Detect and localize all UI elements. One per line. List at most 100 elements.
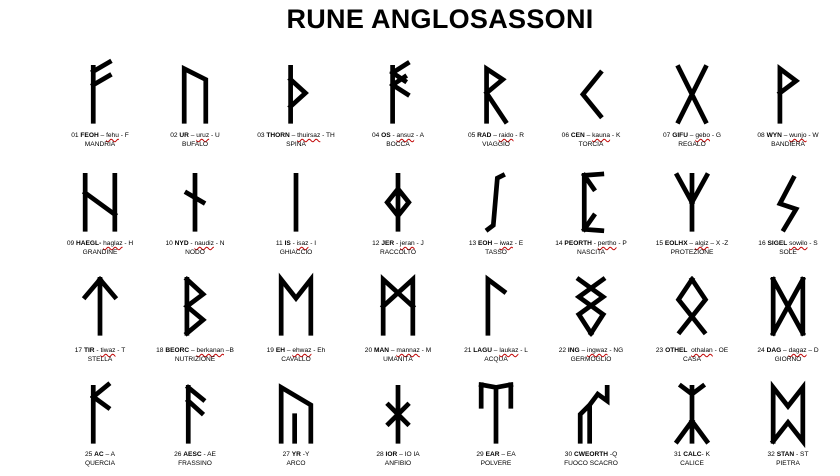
rune-glyph-icon [293,173,299,232]
rune-sound: - F [118,132,129,139]
rune-proto-word: fehu [106,132,119,139]
rune-name: ING [567,347,580,354]
rune-sound: ST [800,451,809,458]
rune-title: 06 CEN – kauna - K [531,132,651,141]
rune-meaning: QUERCIA [84,459,116,467]
rune-proto-word: wunjo [789,132,807,139]
rune-separator: - [300,451,305,458]
rune-sound: - Eh [311,347,326,354]
rune-name: RAD [477,132,492,139]
rune-glyph-icon [278,383,314,444]
rune-title: 27 YR -Y [236,451,356,460]
rune-meaning: POLVERE [480,459,512,467]
rune-separator: – [188,132,197,139]
rune-proto-word: ehwaz [292,347,312,354]
rune-name: SIGEL [767,240,788,247]
rune-name: FEOH [80,132,99,139]
rune-number: 07 [663,132,671,139]
rune-title: 03 THORN – thuirsaz - TH [236,132,356,141]
rune-separator: - [701,451,706,458]
rune-sound: - OE [712,347,729,354]
rune-glyph-icon [183,173,207,232]
rune-name: TIR [83,347,95,354]
rune-meaning: GIORNO [774,355,802,363]
rune-name: EH [275,347,285,354]
rune-separator: – [98,132,107,139]
rune-number: 25 [84,451,93,458]
rune-name: AESC [183,451,202,458]
rune-separator: – [687,240,695,247]
rune-name: GIFU [672,132,688,139]
rune-meaning: NASCITA [576,248,606,256]
rune-title: 18 BEORC – berkanan –B [135,347,255,356]
rune-separator: – [189,347,197,354]
rune-meaning: ANFIBIO [384,459,412,467]
rune-number: 20 [364,347,373,354]
rune-meaning: NODO [185,248,205,256]
rune-sound: –B [223,347,234,354]
rune-meaning: ACQUA [484,355,508,363]
rune-separator: - [394,240,401,247]
rune-proto-word: sowilo [789,240,808,247]
rune-proto-word: gebo [695,132,710,139]
rune-proto-word: ansuz [396,132,415,139]
rune-number: 18 [156,347,164,354]
rune-glyph-icon [485,274,508,336]
rune-glyph-icon [675,64,709,125]
rune-title: 25 AC – A [40,451,160,460]
rune-title: 22 ING – ingwaz - NG [531,347,651,356]
rune-sound: - M [419,347,432,354]
rune-glyph-icon [673,382,711,445]
rune-separator: – [491,132,499,139]
rune-title: 26 AESC - AE [135,451,255,460]
rune-number: 32 [767,451,775,458]
rune-number: 12 [372,240,380,247]
rune-separator: – [579,347,587,354]
rune-sound: - P [616,240,627,247]
rune-title: 17 TIR - tiwaz - T [40,347,160,356]
rune-proto-word: tiwaz [100,347,116,354]
rune-separator: - [94,347,101,354]
rune-separator: – [389,347,397,354]
rune-meaning: CAVALLO [281,355,311,363]
rune-name: CEN [570,132,585,139]
rune-title: 05 RAD – raido - R [436,132,556,141]
rune-proto-word: laukaz [499,347,519,354]
rune-separator: - [591,240,598,247]
rune-sound: – X -Z [708,240,729,247]
rune-title: 29 EAR – EA [436,451,556,460]
rune-proto-word: raido [498,132,514,139]
rune-sound: - I [308,240,317,247]
rune-title: 15 EOLHX – algiz – X -Z [632,240,752,249]
rune-proto-word: othalan [691,347,713,354]
rune-glyph-icon [181,64,209,124]
rune-separator: – [499,451,507,458]
rune-proto-word: kauna [592,132,611,139]
rune-proto-word: mannaz [396,347,420,354]
rune-meaning: CASA [683,355,701,363]
rune-sound: EA [506,451,516,458]
rune-meaning: NUTRIZIONE [174,355,216,363]
rune-title: 14 PEORTH - pertho - P [531,240,651,249]
